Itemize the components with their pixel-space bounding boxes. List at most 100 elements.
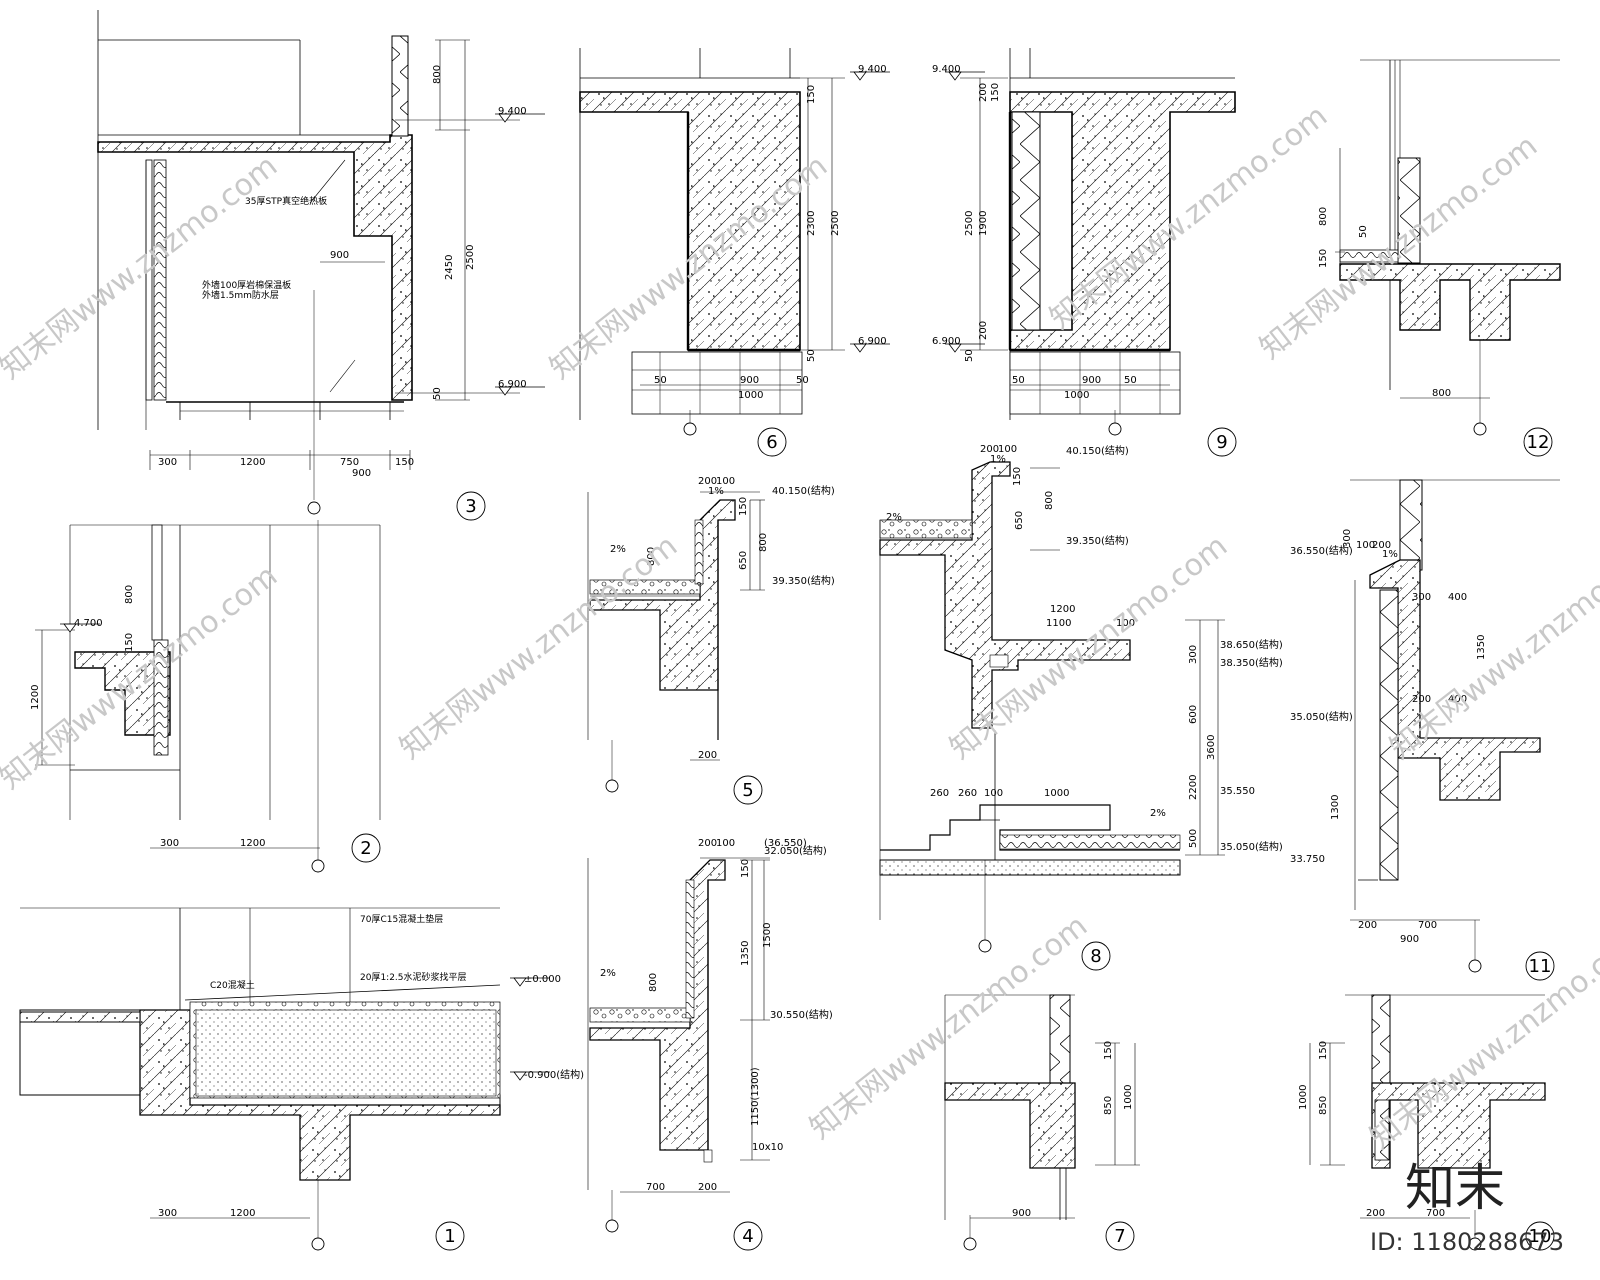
ground-slab bbox=[879, 859, 1181, 876]
dimension-text: 2500 bbox=[465, 245, 476, 270]
dimension-text: 100 bbox=[998, 444, 1017, 455]
level-text: 40.150(结构) bbox=[1066, 444, 1129, 457]
concrete-parapet bbox=[879, 461, 1131, 729]
detail-bubble bbox=[757, 427, 787, 457]
insulation-layer bbox=[999, 834, 1181, 850]
annotation-text: C20混凝土 bbox=[210, 979, 255, 991]
roof-layer bbox=[589, 1007, 691, 1023]
dimension-text: 1% bbox=[1382, 549, 1398, 560]
dimension-text: 150 bbox=[1318, 249, 1329, 268]
dimension-text: 2500 bbox=[964, 211, 975, 236]
dimension-text: 150 bbox=[124, 633, 135, 652]
dimension-text: 900 bbox=[352, 468, 371, 479]
dimension-text: 260 bbox=[958, 788, 977, 799]
level-text: 9.400 bbox=[858, 64, 887, 75]
dimension-text: 1% bbox=[708, 486, 724, 497]
line bbox=[309, 159, 346, 204]
dimension-text: 200 bbox=[980, 444, 999, 455]
dimension-text: 750 bbox=[340, 457, 359, 468]
concrete-parapet bbox=[589, 859, 726, 1151]
detail-bubble bbox=[351, 833, 381, 863]
roof-layer bbox=[589, 579, 701, 595]
concrete-beam bbox=[1371, 1082, 1546, 1169]
railing bbox=[151, 524, 163, 641]
detail-bubble bbox=[1523, 427, 1553, 457]
dimension-text: 1000 bbox=[1064, 390, 1089, 401]
dimension-text: 200 bbox=[698, 1182, 717, 1193]
detail-bubble bbox=[435, 1221, 465, 1251]
step-profile bbox=[880, 804, 1180, 851]
dimension-text: 900 bbox=[1082, 375, 1101, 386]
level-text: 39.350(结构) bbox=[772, 574, 835, 587]
level-text: 9.400 bbox=[932, 64, 961, 75]
window-frame bbox=[1371, 994, 1391, 1086]
dimension-text: 100 bbox=[716, 476, 735, 487]
ground-block bbox=[1009, 351, 1181, 415]
axis-bubble bbox=[1108, 422, 1122, 436]
dimension-text: 300 bbox=[1342, 529, 1353, 548]
dimension-text: 1000 bbox=[1298, 1085, 1309, 1110]
window-frame bbox=[1011, 111, 1041, 331]
dimension-text: 50 bbox=[654, 375, 667, 386]
dimension-text: 400 bbox=[1448, 592, 1467, 603]
dimension-text: 200 bbox=[978, 83, 989, 102]
dimension-text: 200 bbox=[698, 838, 717, 849]
dimension-text: 150 bbox=[1012, 467, 1023, 486]
side-slab bbox=[19, 1011, 141, 1023]
dimension-text: 800 bbox=[124, 585, 135, 604]
dimension-text: 1200 bbox=[240, 457, 265, 468]
ground-block bbox=[631, 351, 803, 415]
detail-number: 2 bbox=[360, 838, 371, 859]
level-text: 36.550(结构) bbox=[1290, 544, 1353, 557]
dimension-text: 150 bbox=[740, 859, 751, 878]
axis-bubble bbox=[1468, 959, 1482, 973]
dimension-text: 300 bbox=[158, 1208, 177, 1219]
dimension-text: 2% bbox=[600, 968, 616, 979]
dimension-text: 650 bbox=[1014, 511, 1025, 530]
detail-bubble bbox=[456, 491, 486, 521]
dimension-text: 200 bbox=[1372, 540, 1391, 551]
level-text: 35.050(结构) bbox=[1290, 710, 1353, 723]
dimension-text: 800 bbox=[648, 973, 659, 992]
dimension-text: 200 bbox=[1358, 920, 1377, 931]
dimension-text: 700 bbox=[1426, 1208, 1445, 1219]
dimension-text: 150 bbox=[1318, 1041, 1329, 1060]
dimension-text: 150 bbox=[738, 497, 749, 516]
axis-bubble bbox=[605, 779, 619, 793]
dimension-text: 850 bbox=[1318, 1096, 1329, 1115]
dimension-text: 200 bbox=[1366, 1208, 1385, 1219]
insulation-layer bbox=[153, 159, 167, 401]
annotation-text: 外墙1.5mm防水层 bbox=[202, 289, 279, 301]
concrete-beam bbox=[97, 134, 413, 401]
window-frame bbox=[1397, 157, 1421, 264]
dimension-text: 150 bbox=[990, 83, 1001, 102]
dimension-text: 700 bbox=[1418, 920, 1437, 931]
detail-bubble bbox=[1207, 427, 1237, 457]
dimension-text: 900 bbox=[1400, 934, 1419, 945]
dimension-text: 1000 bbox=[738, 390, 763, 401]
dimension-text: 800 bbox=[758, 533, 769, 552]
dimension-text: 1200 bbox=[230, 1208, 255, 1219]
insulation-layer bbox=[694, 519, 704, 585]
dimension-text: 2450 bbox=[444, 255, 455, 280]
dimension-text: 1350 bbox=[740, 941, 751, 966]
level-text: 4.700 bbox=[74, 618, 103, 629]
dimension-text: 800 bbox=[1432, 388, 1451, 399]
detail-number: 4 bbox=[742, 1226, 753, 1247]
dimension-text: 850 bbox=[1103, 1096, 1114, 1115]
dimension-text: 900 bbox=[330, 250, 349, 261]
detail-bubble bbox=[733, 775, 763, 805]
line bbox=[184, 984, 501, 1001]
dimension-text: 300 bbox=[158, 457, 177, 468]
dimension-text: 10x10 bbox=[752, 1142, 783, 1153]
detail-bubble bbox=[1525, 1221, 1555, 1251]
dimension-text: 50 bbox=[806, 349, 817, 362]
detail-number: 10 bbox=[1529, 1226, 1552, 1247]
dimension-text: 300 bbox=[1188, 645, 1199, 664]
detail-number: 9 bbox=[1216, 432, 1227, 453]
dimension-text: 1100 bbox=[1046, 618, 1071, 629]
drip-edge bbox=[989, 654, 1009, 668]
dimension-text: 260 bbox=[930, 788, 949, 799]
